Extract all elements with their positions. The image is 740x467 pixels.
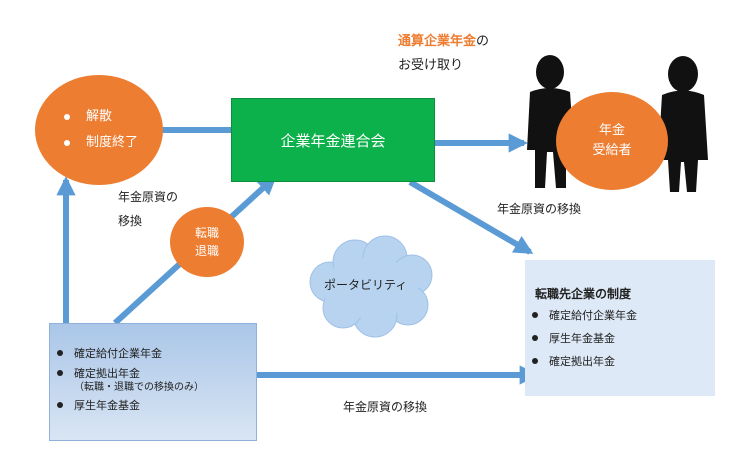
plan-termination-item: 制度終了 [60,130,138,156]
recipient-circle: 年金 受給者 [556,92,668,190]
transfer-left-line2: 移換 [118,214,143,228]
new-employer-title: 転職先企業の制度 [535,287,632,301]
new-employer-plan-item: 厚生年金基金 [525,331,715,346]
transfer-label-right: 年金原資の移換 [497,202,582,216]
new-employer-plans-box: 転職先企業の制度 確定給付企業年金 厚生年金基金 確定拠出年金 [525,260,715,396]
portable-pension-highlight: 通算企業年金 [398,34,477,49]
current-plan-text: 厚生年金基金 [74,399,140,412]
job-change-circle: 転職 退職 [170,207,244,277]
portability-cloud [309,235,433,338]
new-employer-list: 確定給付企業年金 厚生年金基金 確定拠出年金 [525,308,715,369]
current-plan-item: 確定給付企業年金 [50,346,256,361]
portability-label: ポータビリティ [324,278,408,292]
dissolution-item: 解散 [60,104,138,130]
portable-pension-suffix: の [476,34,490,49]
current-plan-text: 確定給付企業年金 [74,347,162,360]
transfer-label-bottom: 年金原資の移換 [343,400,428,414]
current-plans-list: 確定給付企業年金 確定拠出年金 （転職・退職での移換のみ） 厚生年金基金 [50,324,256,413]
job-change-line1: 転職 [194,226,219,240]
new-employer-plan-item: 確定給付企業年金 [525,308,715,323]
dissolution-circle: 解散 制度終了 [35,75,163,185]
receipt-label-line2: お受け取り [398,58,464,73]
transfer-left-line1: 年金原資の [118,190,179,204]
current-plans-box: 確定給付企業年金 確定拠出年金 （転職・退職での移換のみ） 厚生年金基金 [49,323,257,441]
transfer-label-left: 年金原資の 移換 [118,188,178,230]
recipient-line1: 年金 [598,123,625,138]
current-plan-item: 厚生年金基金 [50,398,256,413]
current-plan-note: （転職・退職での移換のみ） [74,382,204,393]
arrow-association-to-new-employer [408,179,534,255]
current-plan-item: 確定拠出年金 （転職・退職での移換のみ） [50,366,256,394]
current-plan-text: 確定拠出年金 [74,367,140,380]
pension-association-box: 企業年金連合会 [231,98,435,182]
new-employer-plan-item: 確定拠出年金 [525,354,715,369]
recipient-line2: 受給者 [592,143,632,158]
job-change-line2: 退職 [194,244,219,258]
dissolution-list: 解散 制度終了 [60,104,138,156]
pension-association-label: 企業年金連合会 [280,131,386,150]
pension-receipt-label: 通算企業年金の お受け取り [398,33,489,75]
person-right-icon [658,56,708,192]
